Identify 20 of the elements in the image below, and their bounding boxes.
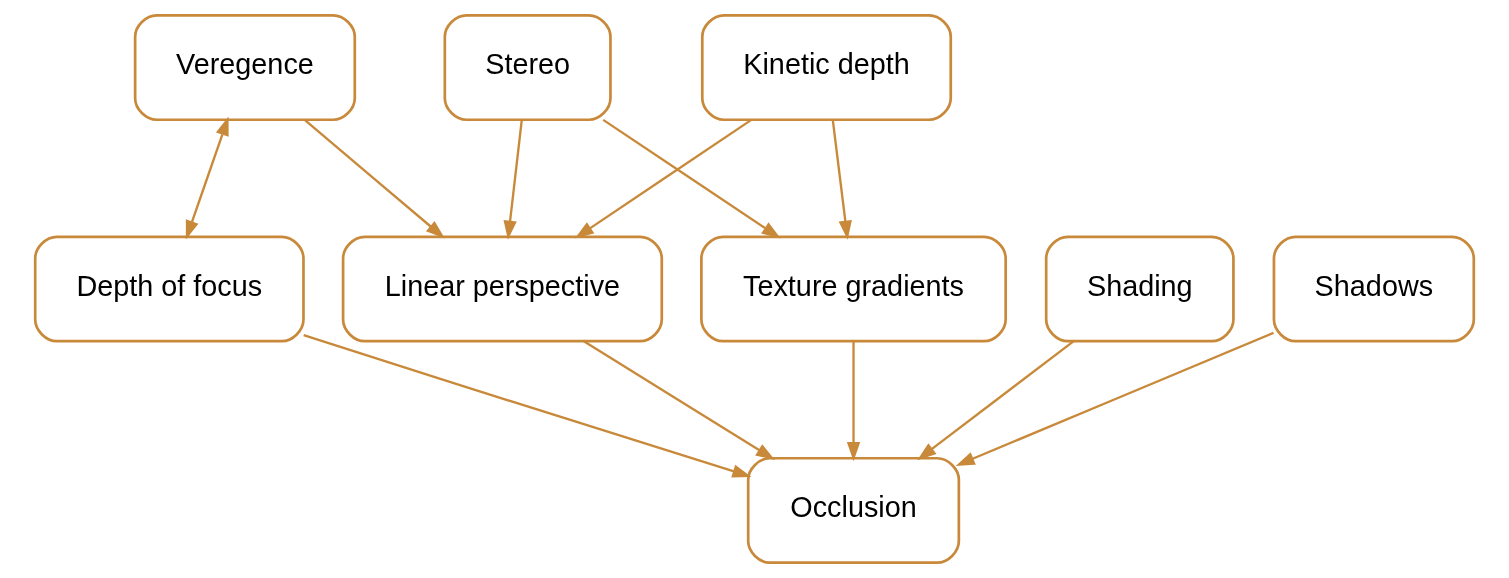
- node-box: Shadows: [1272, 235, 1476, 343]
- node-box: Texture gradients: [700, 235, 1007, 343]
- arrow: [303, 334, 752, 478]
- arrow: [303, 118, 445, 239]
- arrow: [602, 118, 781, 239]
- arrow: [831, 119, 852, 240]
- arrow: [503, 119, 523, 240]
- node-box: Kinetic depth: [700, 13, 953, 122]
- node-box: Depth of focus: [33, 235, 305, 343]
- arrow: [955, 331, 1274, 466]
- arrow: [583, 340, 775, 460]
- node-box: Linear perspective: [341, 235, 664, 343]
- arrow: [574, 118, 752, 239]
- node-box: Stereo: [443, 13, 612, 122]
- arrow: [917, 340, 1075, 461]
- node-box: Shading: [1044, 235, 1235, 343]
- node-box: Veregence: [133, 13, 357, 122]
- node-box: Occlusion: [746, 456, 961, 565]
- arrow: [846, 341, 861, 462]
- arrow: [185, 116, 229, 240]
